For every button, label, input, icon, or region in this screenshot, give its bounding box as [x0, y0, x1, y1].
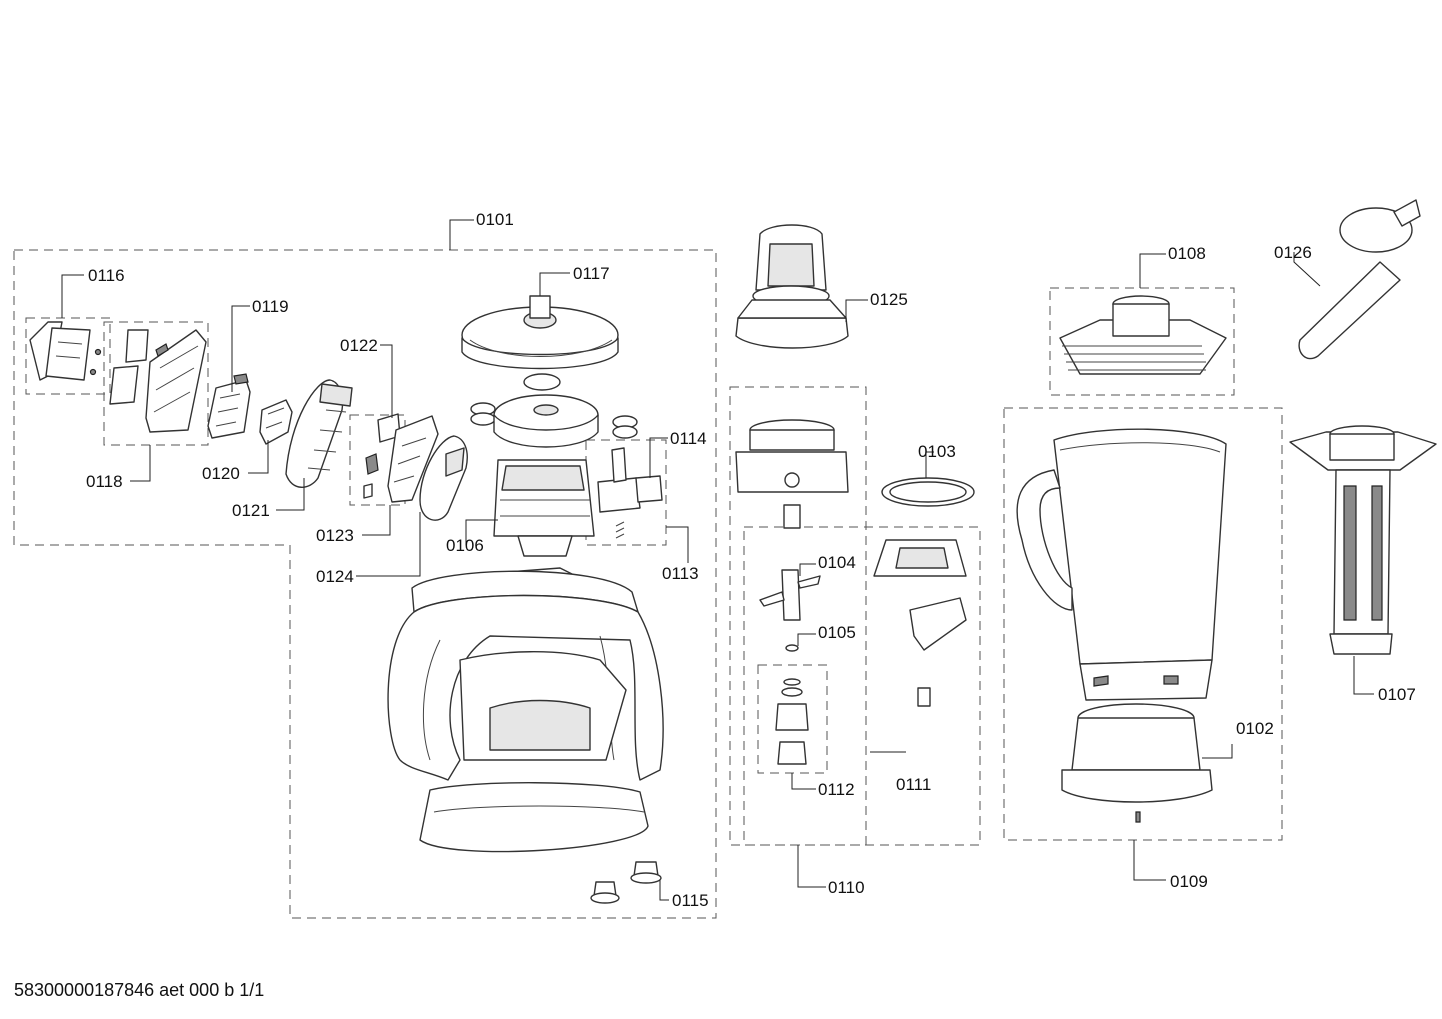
label-0116: 0116 [88, 266, 125, 285]
leader-0126 [1293, 252, 1321, 287]
part-0120-switch [259, 399, 293, 445]
leader-0119 [231, 305, 250, 392]
part-0102-jug-base [1061, 703, 1213, 823]
label-0114: 0114 [670, 429, 707, 448]
leader-0118 [130, 445, 151, 482]
label-0123: 0123 [316, 526, 354, 545]
label-0101: 0101 [476, 210, 514, 229]
part-0109-jug [1016, 428, 1227, 701]
leader-0125 [845, 299, 868, 322]
part-0105-washer [785, 644, 799, 652]
part-0126-tamper [1298, 199, 1421, 360]
part-0124-gasket [419, 435, 468, 521]
group-box-0123 [349, 414, 406, 506]
part-0116-knob-cover [29, 321, 102, 381]
label-0104: 0104 [818, 553, 856, 572]
part-0117-top-cover [461, 295, 619, 391]
label-0110: 0110 [828, 878, 865, 897]
part-0125-chopper-lid [735, 224, 849, 349]
leader-lines [61, 219, 1374, 901]
label-0108: 0108 [1168, 244, 1206, 263]
part-0114-connector [635, 475, 663, 503]
part-0107-blender-stick [1289, 425, 1437, 655]
label-0103: 0103 [918, 442, 956, 461]
part-0121-front-panel [285, 379, 353, 488]
leader-0108 [1139, 253, 1166, 288]
label-0107: 0107 [1378, 685, 1416, 704]
label-0106: 0106 [446, 536, 484, 555]
leader-0104 [799, 563, 816, 576]
label-0112: 0112 [818, 780, 855, 799]
label-0113: 0113 [662, 564, 699, 583]
part-0108-lid-stack [1059, 295, 1227, 375]
leader-0101 [449, 219, 474, 250]
leader-0123 [362, 505, 391, 536]
label-0118: 0118 [86, 472, 123, 491]
label-0119: 0119 [252, 297, 289, 316]
part-0111-coupling [873, 539, 967, 707]
label-0111: 0111 [896, 775, 931, 794]
part-0123-small-parts [363, 415, 439, 503]
part-0115-feet [590, 861, 662, 904]
leader-0120 [248, 440, 269, 474]
label-0121: 0121 [232, 501, 270, 520]
part-0112-bearing-stack [775, 678, 809, 765]
label-0126: 0126 [1274, 243, 1312, 262]
leader-0109 [1133, 840, 1166, 881]
label-0124: 0124 [316, 567, 354, 586]
label-0109: 0109 [1170, 872, 1208, 891]
leader-0117 [539, 272, 570, 296]
leader-0110 [797, 845, 826, 888]
part-0118-button-strip [109, 329, 207, 433]
label-0115: 0115 [672, 891, 709, 910]
leader-0122 [380, 344, 393, 418]
leader-0113 [666, 526, 689, 563]
leader-0116 [61, 274, 84, 318]
leader-0115 [659, 880, 669, 901]
group-box-0109 [1003, 407, 1283, 841]
leader-0107 [1353, 656, 1374, 695]
part-0119-pcb-bracket [207, 373, 251, 439]
leader-0124 [356, 512, 421, 577]
label-0117: 0117 [573, 264, 610, 283]
group-box-0108 [1049, 287, 1235, 396]
part-0110-blade-housing [735, 419, 849, 529]
leader-0102 [1202, 744, 1233, 759]
label-0105: 0105 [818, 623, 856, 642]
group-box-0111 [743, 526, 981, 846]
leader-0106 [465, 519, 498, 545]
document-reference: 58300000187846 aet 000 b 1/1 [14, 980, 265, 1000]
leader-0105 [797, 633, 816, 646]
group-box-0101 [13, 249, 717, 919]
part-labels: 0101 0116 0119 0117 0122 0114 0118 0120 … [86, 210, 1416, 910]
label-0102: 0102 [1236, 719, 1274, 738]
leader-0103 [925, 451, 934, 478]
part-0113-switch-block [597, 447, 641, 539]
leader-0121 [276, 478, 305, 511]
label-0120: 0120 [202, 464, 240, 483]
part-0103-seal-ring [881, 477, 975, 507]
leader-0114 [649, 437, 668, 478]
group-box-0118 [103, 321, 209, 446]
label-0122: 0122 [340, 336, 378, 355]
group-box-0112 [757, 664, 828, 774]
part-motor-housing [387, 567, 664, 853]
label-0125: 0125 [870, 290, 908, 309]
part-0106-motor [470, 394, 638, 557]
part-0104-blade [759, 569, 821, 621]
leader-0112 [791, 773, 816, 790]
